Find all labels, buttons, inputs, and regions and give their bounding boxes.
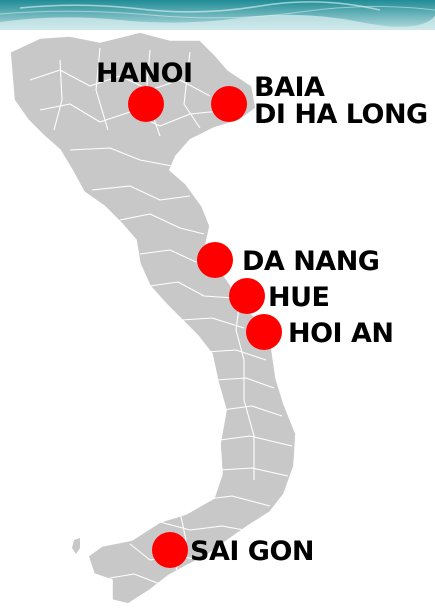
hoi-an-label-line: HOI AN (288, 318, 394, 349)
saigon-marker (152, 532, 188, 568)
hanoi-marker (128, 86, 164, 122)
ha-long-marker (211, 86, 247, 122)
city-markers (128, 86, 282, 568)
da-nang-marker (197, 242, 233, 278)
hue-label: HUE (268, 282, 330, 313)
hoi-an-marker (246, 314, 282, 350)
hoi-an-label: HOI AN (288, 320, 394, 347)
saigon-label: SAI GON (190, 536, 315, 567)
vietnam-landmass (9, 31, 297, 605)
hue-marker (229, 278, 265, 314)
ha-long-label-line: DI HA LONG (254, 99, 428, 130)
hanoi-label-line: HANOI (96, 58, 193, 89)
saigon-label-line: SAI GON (190, 536, 315, 567)
da-nang-label: DA NANG (242, 246, 380, 277)
hanoi-label: HANOI (96, 60, 193, 87)
sea-banner-image (0, 0, 435, 30)
vietnam-islet (72, 538, 80, 554)
hue-label-line: HUE (268, 282, 330, 313)
da-nang-label-line: DA NANG (242, 246, 380, 277)
ha-long-label-line: BAIA (254, 72, 325, 103)
